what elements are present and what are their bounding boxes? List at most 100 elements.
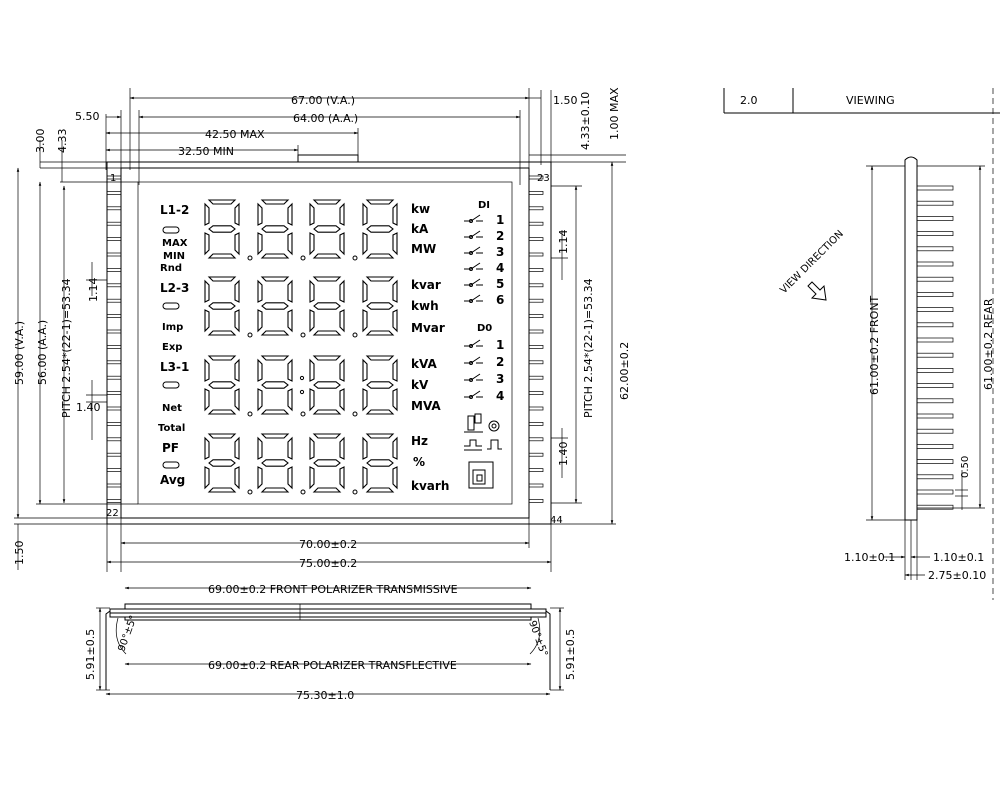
segment	[208, 302, 236, 310]
pin-lead	[916, 352, 954, 358]
segment	[312, 253, 342, 259]
segment	[261, 302, 289, 310]
segment	[257, 279, 263, 303]
right-pin-lead	[545, 610, 551, 690]
segment	[365, 355, 395, 361]
segment	[257, 358, 263, 382]
dim-width-75: 75.00±0.2	[299, 557, 357, 570]
seven-seg-digit	[309, 276, 345, 336]
decimal-point	[300, 411, 306, 417]
pill-icon	[162, 226, 180, 234]
segment	[309, 466, 315, 490]
relay-icon	[464, 214, 483, 223]
label-avg: Avg	[160, 473, 185, 487]
unit-percent: %	[413, 455, 425, 469]
relay-row: 5	[464, 277, 504, 291]
segment	[312, 409, 342, 415]
segment	[287, 466, 293, 490]
segment	[366, 302, 394, 310]
dim-pin-width-right: 1.10±0.1	[933, 551, 984, 564]
segment	[362, 232, 368, 256]
segment	[204, 232, 210, 256]
seven-seg-digit	[204, 355, 240, 415]
relay-row: 2	[464, 355, 504, 369]
segment	[204, 436, 210, 460]
relay-number: 5	[496, 277, 504, 291]
dim-pin-width-left: 1.10±0.1	[844, 551, 895, 564]
segment	[309, 202, 315, 226]
dim-4-33: 4.33	[56, 129, 69, 154]
pin	[106, 298, 122, 303]
relay-row: 1	[464, 213, 504, 227]
pill-icon	[162, 461, 180, 469]
dim-1-00-max: 1.00 MAX	[608, 87, 621, 140]
pin-lead	[916, 504, 954, 510]
clock-icon	[488, 420, 500, 432]
active-area-outline	[137, 181, 513, 505]
label-imp: Imp	[162, 322, 183, 333]
label-net: Net	[162, 403, 182, 414]
segment	[234, 358, 240, 382]
pin-lead	[916, 200, 954, 206]
left-pin-row	[106, 175, 122, 503]
segment	[204, 202, 210, 226]
segment	[257, 232, 263, 256]
relay-icon	[464, 373, 483, 382]
segment	[362, 202, 368, 226]
relay-number: 4	[496, 389, 504, 403]
left-pin-lead	[105, 610, 111, 690]
segment	[312, 199, 342, 205]
pin	[528, 191, 544, 195]
dim-right-offset: 1.50	[553, 94, 578, 107]
relay-row: 1	[464, 338, 504, 352]
segment	[207, 199, 237, 205]
pin-lead	[916, 276, 954, 282]
relay-icon	[464, 230, 483, 239]
maze-icon	[468, 461, 494, 489]
colon-dot	[299, 389, 305, 395]
pin	[106, 314, 122, 318]
relay-number: 6	[496, 293, 504, 307]
unit-kv: kV	[411, 378, 429, 392]
dim-3-00: 3.00	[34, 129, 47, 154]
pin	[106, 252, 122, 257]
rear-polarizer	[124, 616, 532, 621]
segment	[313, 302, 341, 310]
pin-lead	[916, 444, 954, 449]
arrow-down-right-icon	[807, 281, 827, 301]
dim-angle-right: 90°±5°	[526, 619, 549, 658]
segment	[312, 330, 342, 336]
segment	[234, 436, 240, 460]
pin	[528, 268, 544, 272]
relay-number: 2	[496, 229, 504, 243]
dim-1-14-left: 1.14	[87, 278, 100, 303]
segment	[207, 355, 237, 361]
angle-arc-left	[115, 617, 127, 655]
relay-number: 3	[496, 245, 504, 259]
label-min: MIN	[163, 251, 185, 262]
dim-42-50-max: 42.50 MAX	[205, 128, 265, 141]
seven-seg-digit	[362, 276, 398, 336]
label-exp: Exp	[162, 342, 182, 353]
segment	[309, 309, 315, 333]
segment	[365, 330, 395, 336]
decimal-point	[247, 332, 253, 338]
segment	[260, 330, 290, 336]
pin-number-22: 22	[106, 508, 119, 519]
dim-thickness: 2.75±0.10	[928, 569, 986, 582]
unit-kwh: kwh	[411, 299, 439, 313]
side-view: 69.00±0.2 FRONT POLARIZER TRANSMISSIVE 6…	[84, 583, 577, 702]
segment	[339, 309, 345, 333]
segment	[257, 436, 263, 460]
segment	[366, 381, 394, 389]
segment	[392, 358, 398, 382]
segment	[234, 309, 240, 333]
relay-row: 2	[464, 229, 504, 243]
segment	[207, 276, 237, 282]
seven-seg-digit	[309, 199, 345, 259]
front-right-dimensions: 4.33±0.10 1.00 MAX 62.00±0.2 PITCH 2.54*…	[529, 87, 631, 525]
pin	[528, 437, 544, 442]
relay-row: 6	[464, 293, 504, 307]
dim-rear-polarizer: 69.00±0.2 REAR POLARIZER TRANSFLECTIVE	[208, 659, 457, 672]
segment	[207, 330, 237, 336]
